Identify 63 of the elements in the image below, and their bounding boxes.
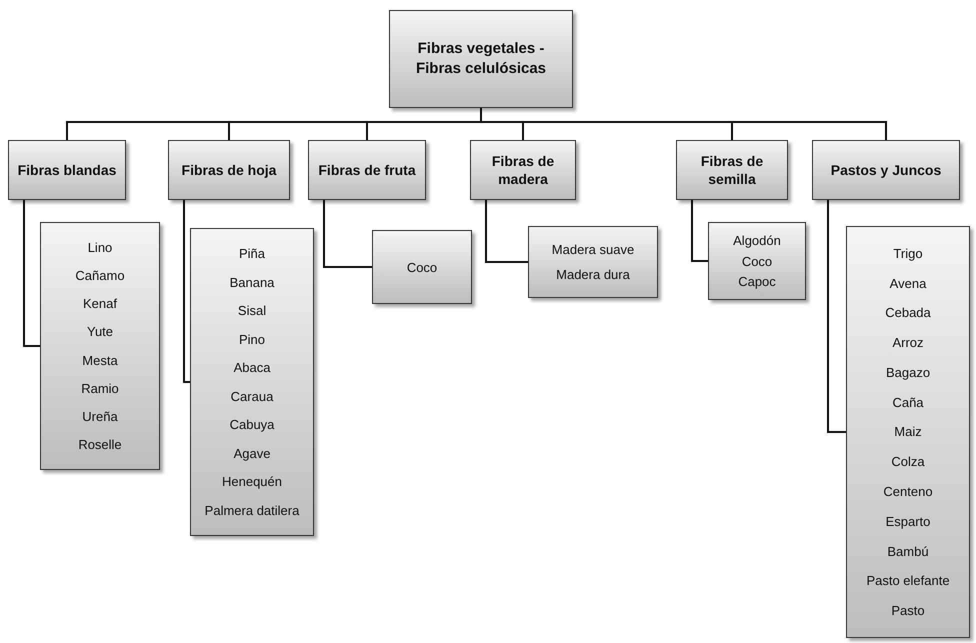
list-item: Coco xyxy=(742,254,772,268)
list-item: Cañamo xyxy=(75,268,125,284)
category-title: Fibras blandas xyxy=(18,160,116,180)
category-title: Pastos y Juncos xyxy=(830,160,942,180)
category-box xyxy=(8,140,126,200)
list-item: Trigo xyxy=(893,246,923,261)
list-item: Arroz xyxy=(892,335,924,350)
list-item: Kenaf xyxy=(83,296,117,312)
category-title: Fibras de semilla xyxy=(700,152,764,188)
list-item: Cabuya xyxy=(230,417,274,432)
category-box xyxy=(168,140,290,200)
list-item: Ramio xyxy=(81,380,119,396)
list-item: Bagazo xyxy=(886,364,930,380)
list-box xyxy=(708,222,806,300)
list-item: Pasto xyxy=(891,603,925,618)
connector-line xyxy=(323,200,372,268)
connector-line xyxy=(183,200,190,383)
list-item: Madera suave xyxy=(552,242,634,257)
list-box xyxy=(40,222,160,470)
list-box xyxy=(846,226,970,638)
category-box xyxy=(812,140,960,200)
list-item: Coco xyxy=(406,260,438,274)
list-item: Lino xyxy=(88,240,112,256)
root-box xyxy=(389,10,573,108)
category-title: Fibras de fruta xyxy=(318,160,416,180)
list-item: Esparto xyxy=(886,514,930,529)
list-item: Piña xyxy=(238,246,266,262)
list-item: Roselle xyxy=(78,436,122,452)
list-item: Centeno xyxy=(883,484,933,500)
list-item: Madera dura xyxy=(556,267,630,282)
category-box xyxy=(308,140,426,200)
category-box xyxy=(470,140,576,200)
connector-line xyxy=(691,200,708,262)
category-box xyxy=(676,140,788,200)
connector-line xyxy=(485,200,528,263)
list-item: Sisal xyxy=(238,303,266,318)
list-item: Bambú xyxy=(887,544,929,559)
list-item: Avena xyxy=(890,276,926,291)
list-item: Ureña xyxy=(82,408,118,424)
list-item: Abaca xyxy=(234,360,270,376)
list-item: Pino xyxy=(238,332,266,347)
list-box xyxy=(372,230,472,304)
list-item: Pasto elefante xyxy=(866,573,950,588)
list-item: Caraua xyxy=(230,388,274,404)
list-item: Algodón xyxy=(733,232,781,248)
list-item: Colza xyxy=(891,454,925,470)
category-title: Fibras de madera xyxy=(490,152,556,188)
list-item: Mesta xyxy=(82,352,118,368)
list-item: Henequén xyxy=(222,474,282,490)
list-item: Agave xyxy=(234,446,270,461)
list-box xyxy=(190,228,314,536)
connector-line xyxy=(23,200,40,347)
list-item: Palmera datilera xyxy=(204,502,300,518)
title-text: Fibras vegetales - Fibras celulósicas xyxy=(414,38,548,79)
list-box xyxy=(528,226,658,298)
connector-line xyxy=(827,200,846,433)
list-item: Caña xyxy=(892,394,924,410)
list-item: Maiz xyxy=(894,424,922,440)
category-title: Fibras de hoja xyxy=(182,160,276,180)
list-item: Yute xyxy=(86,324,114,340)
list-item: Banana xyxy=(230,274,274,290)
list-item: Capoc xyxy=(738,274,776,290)
list-item: Cebada xyxy=(885,305,931,320)
